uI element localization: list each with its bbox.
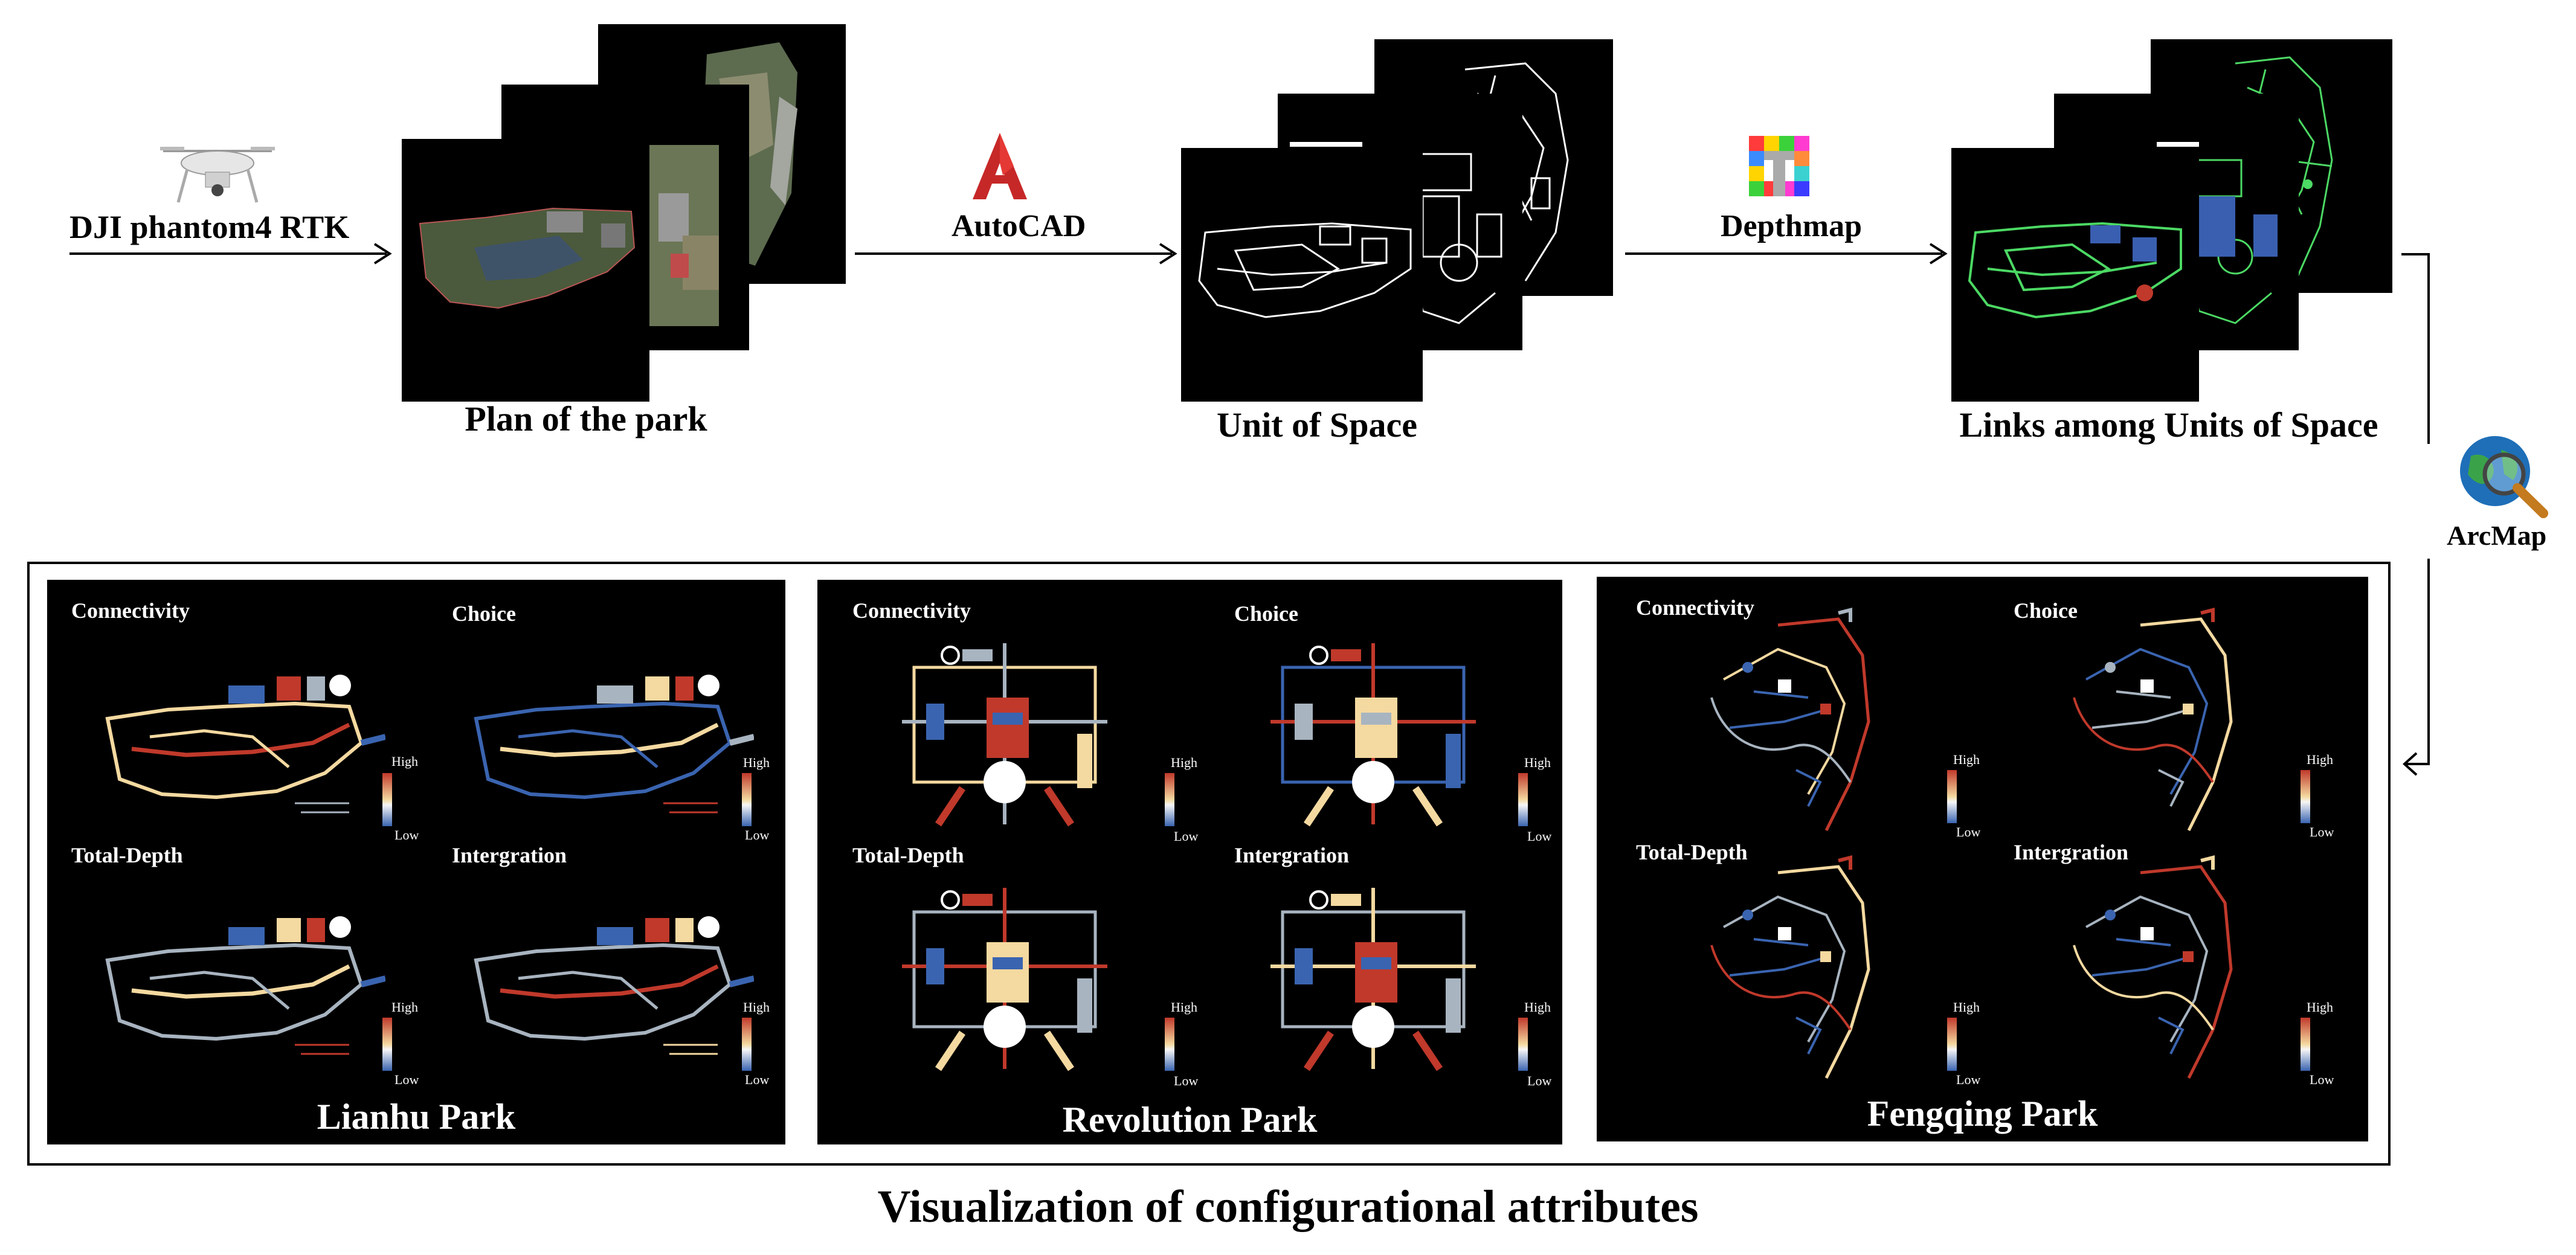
revolution-connectivity-map (878, 631, 1132, 836)
links-image-1 (1951, 148, 2199, 402)
legend-low: Low (1174, 1073, 1199, 1088)
arrow-drone-to-plan (69, 242, 396, 266)
legend-high: High (391, 754, 418, 769)
arrow-links-to-visualization (2401, 245, 2450, 776)
fengqing-total-depth-label: Total-Depth (1636, 840, 1748, 864)
legend-low: Low (745, 827, 770, 843)
legend-high: High (1524, 1000, 1551, 1015)
autocad-label: AutoCAD (952, 209, 1086, 243)
lianhu-connectivity-map (95, 652, 385, 827)
legend-high: High (1171, 755, 1197, 770)
revolution-legend-2 (1518, 773, 1528, 826)
legend-high: High (743, 1000, 770, 1015)
legend-low: Low (1527, 1073, 1552, 1088)
revolution-legend-3 (1165, 1018, 1174, 1071)
legend-high: High (1953, 1000, 1980, 1015)
arrow-unit-to-links (1625, 242, 1951, 266)
legend-low: Low (2310, 824, 2334, 839)
legend-low: Low (745, 1072, 770, 1087)
legend-low: Low (1174, 829, 1199, 844)
main-title: Visualization of configurational attribu… (877, 1181, 1699, 1232)
revolution-integration-map (1246, 876, 1500, 1081)
arcmap-label: ArcMap (2447, 520, 2547, 551)
drone-label: DJI phantom4 RTK (69, 209, 350, 245)
legend-low: Low (1956, 1072, 1981, 1087)
drone-icon (151, 136, 284, 208)
stage3-title: Links among Units of Space (1959, 405, 2378, 445)
depthmap-label: Depthmap (1721, 209, 1863, 243)
fengqing-choice-label: Choice (2014, 599, 2078, 623)
fengqing-legend-1 (1947, 770, 1957, 823)
lianhu-legend-1 (382, 773, 392, 826)
legend-high: High (1171, 1000, 1197, 1015)
stage1-title: Plan of the park (465, 399, 707, 438)
revolution-park-name: Revolution Park (1062, 1100, 1318, 1140)
fengqing-legend-4 (2301, 1018, 2310, 1071)
fengqing-park-name: Fengqing Park (1867, 1094, 2098, 1134)
arcmap-icon (2450, 432, 2552, 522)
legend-high: High (743, 755, 770, 770)
lianhu-total-depth-label: Total-Depth (71, 843, 183, 867)
fengqing-legend-3 (1947, 1018, 1957, 1071)
arrow-plan-to-unit (855, 242, 1181, 266)
revolution-connectivity-label: Connectivity (852, 599, 971, 623)
revolution-total-depth-map (878, 876, 1132, 1081)
autocad-icon (967, 130, 1033, 202)
legend-high: High (2307, 752, 2333, 767)
lianhu-legend-3 (382, 1018, 392, 1071)
fengqing-integration-map (2050, 849, 2279, 1084)
fengqing-choice-map (2050, 601, 2279, 836)
fengqing-panel: Connectivity Choice Total-Depth Intergra… (1597, 577, 2368, 1141)
lianhu-integration-label: Intergration (452, 843, 567, 867)
revolution-choice-map (1246, 631, 1500, 836)
revolution-choice-label: Choice (1234, 602, 1298, 626)
legend-high: High (2307, 1000, 2333, 1015)
legend-low: Low (394, 1072, 419, 1087)
legend-high: High (1953, 752, 1980, 767)
legend-low: Low (394, 827, 419, 843)
lianhu-legend-2 (742, 773, 752, 826)
fengqing-connectivity-label: Connectivity (1636, 595, 1754, 620)
legend-high: High (391, 1000, 418, 1015)
lianhu-choice-label: Choice (452, 602, 516, 626)
fengqing-integration-label: Intergration (2014, 840, 2128, 864)
lianhu-integration-map (464, 894, 754, 1069)
revolution-panel: Connectivity Choice Total-Depth Intergra… (817, 580, 1562, 1144)
revolution-total-depth-label: Total-Depth (852, 843, 964, 867)
lianhu-connectivity-label: Connectivity (71, 599, 190, 623)
depthmap-icon (1749, 136, 1809, 196)
legend-low: Low (1956, 824, 1981, 839)
fengqing-legend-2 (2301, 770, 2310, 823)
lianhu-choice-map (464, 652, 754, 827)
legend-low: Low (2310, 1072, 2334, 1087)
revolution-legend-4 (1518, 1018, 1528, 1071)
stage2-title: Unit of Space (1217, 405, 1417, 445)
lianhu-legend-4 (742, 1018, 752, 1071)
visualization-frame (27, 562, 2391, 1166)
fengqing-connectivity-map (1687, 601, 1917, 836)
lianhu-panel: Connectivity Choice Total-Depth Intergra… (47, 580, 785, 1144)
lianhu-park-name: Lianhu Park (317, 1097, 516, 1137)
fengqing-total-depth-map (1687, 849, 1917, 1084)
revolution-legend-1 (1165, 773, 1174, 826)
unit-image-1 (1181, 148, 1423, 402)
legend-high: High (1524, 755, 1551, 770)
legend-low: Low (1527, 829, 1552, 844)
lianhu-total-depth-map (95, 894, 385, 1069)
revolution-integration-label: Intergration (1234, 843, 1349, 867)
plan-image-1 (402, 139, 649, 402)
